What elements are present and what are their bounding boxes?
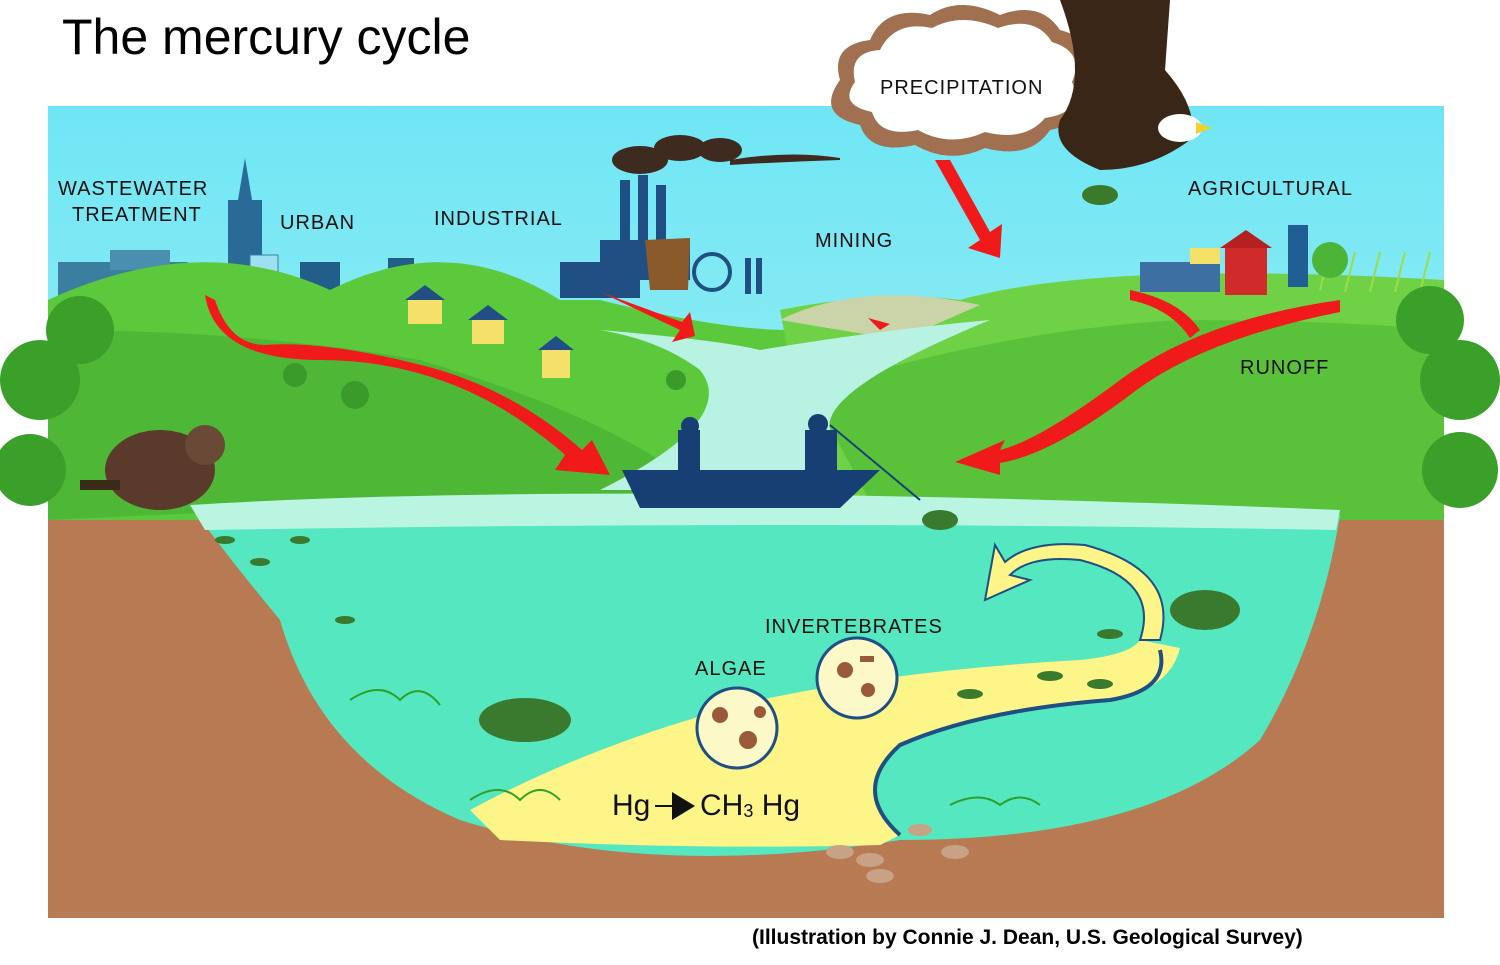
raccoon — [80, 425, 225, 510]
label-agricultural: AGRICULTURAL — [1188, 178, 1353, 200]
label-invertebrates: INVERTEBRATES — [765, 616, 943, 638]
lake-surface — [190, 493, 1340, 530]
trees — [0, 242, 1500, 508]
label-urban: URBAN — [280, 212, 355, 234]
invertebrates-circle — [815, 636, 899, 720]
boat — [622, 414, 921, 508]
hg-label: Hg — [612, 789, 650, 822]
rocks — [826, 824, 969, 883]
yellow-arrow — [983, 542, 1165, 641]
methylation-formula: Hg CH3 Hg — [612, 789, 800, 822]
label-wastewater-1: WASTEWATER — [58, 178, 208, 200]
lake-water — [190, 505, 1340, 856]
methylation-arrow — [655, 792, 695, 820]
credit-line: (Illustration by Connie J. Dean, U.S. Ge… — [752, 926, 1303, 949]
label-runoff: RUNOFF — [1240, 357, 1329, 379]
label-mining: MINING — [815, 230, 893, 252]
label-industrial: INDUSTRIAL — [434, 208, 563, 230]
houses — [405, 285, 574, 378]
sediment-edge — [873, 649, 1164, 837]
diagram-title: The mercury cycle — [62, 9, 471, 65]
factory — [560, 175, 762, 298]
factory-smoke — [612, 135, 840, 174]
eagle — [1058, 0, 1212, 205]
aquatic-plants — [349, 689, 1041, 807]
label-algae: ALGAE — [695, 658, 767, 680]
red-runoff-arrows — [205, 160, 1340, 475]
label-wastewater-2: TREATMENT — [72, 204, 202, 226]
algae-circle — [695, 686, 779, 770]
farm — [1140, 225, 1308, 295]
ch3hg-label: CH3 Hg — [700, 789, 800, 822]
label-precipitation: PRECIPITATION — [880, 77, 1043, 99]
sediment-path — [470, 640, 1180, 847]
precipitation-cloud — [831, 5, 1090, 156]
fish — [215, 510, 1240, 742]
